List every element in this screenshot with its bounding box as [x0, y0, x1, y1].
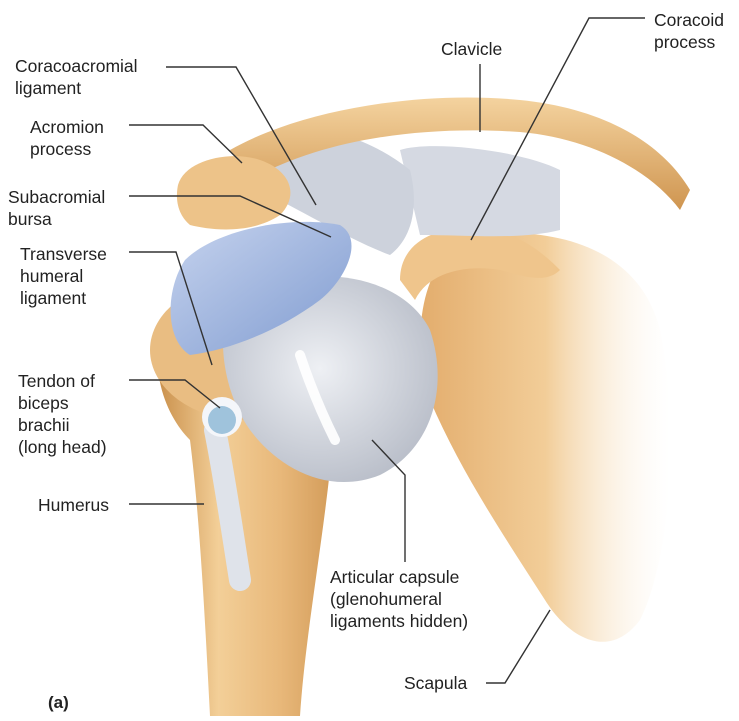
label-coracoid-process: Coracoid process [654, 9, 724, 53]
figure-sublabel: (a) [48, 692, 69, 714]
label-coracoacromial-ligament: Coracoacromial ligament [15, 55, 138, 99]
label-line: Coracoid [654, 9, 724, 31]
label-clavicle: Clavicle [441, 38, 502, 60]
label-line: Acromion [30, 116, 104, 138]
label-line: process [30, 138, 104, 160]
label-line: Transverse [20, 243, 107, 265]
label-line: Clavicle [441, 38, 502, 60]
label-line: (glenohumeral [330, 588, 468, 610]
label-transverse-humeral-ligament: Transverse humeral ligament [20, 243, 107, 309]
label-line: Scapula [404, 672, 467, 694]
label-line: ligament [15, 77, 138, 99]
label-humerus: Humerus [38, 494, 109, 516]
label-line: Coracoacromial [15, 55, 138, 77]
label-line: brachii [18, 414, 107, 436]
label-line: Articular capsule [330, 566, 468, 588]
label-line: ligament [20, 287, 107, 309]
label-line: (long head) [18, 436, 107, 458]
label-line: bursa [8, 208, 105, 230]
label-line: Subacromial [8, 186, 105, 208]
label-line: ligaments hidden) [330, 610, 468, 632]
acromion-shape [177, 156, 290, 229]
label-subacromial-bursa: Subacromial bursa [8, 186, 105, 230]
label-biceps-tendon: Tendon of biceps brachii (long head) [18, 370, 107, 458]
label-scapula: Scapula [404, 672, 467, 694]
label-articular-capsule: Articular capsule (glenohumeral ligament… [330, 566, 468, 632]
label-line: Tendon of [18, 370, 107, 392]
label-line: process [654, 31, 724, 53]
label-line: Humerus [38, 494, 109, 516]
label-line: humeral [20, 265, 107, 287]
label-line: biceps [18, 392, 107, 414]
label-acromion-process: Acromion process [30, 116, 104, 160]
